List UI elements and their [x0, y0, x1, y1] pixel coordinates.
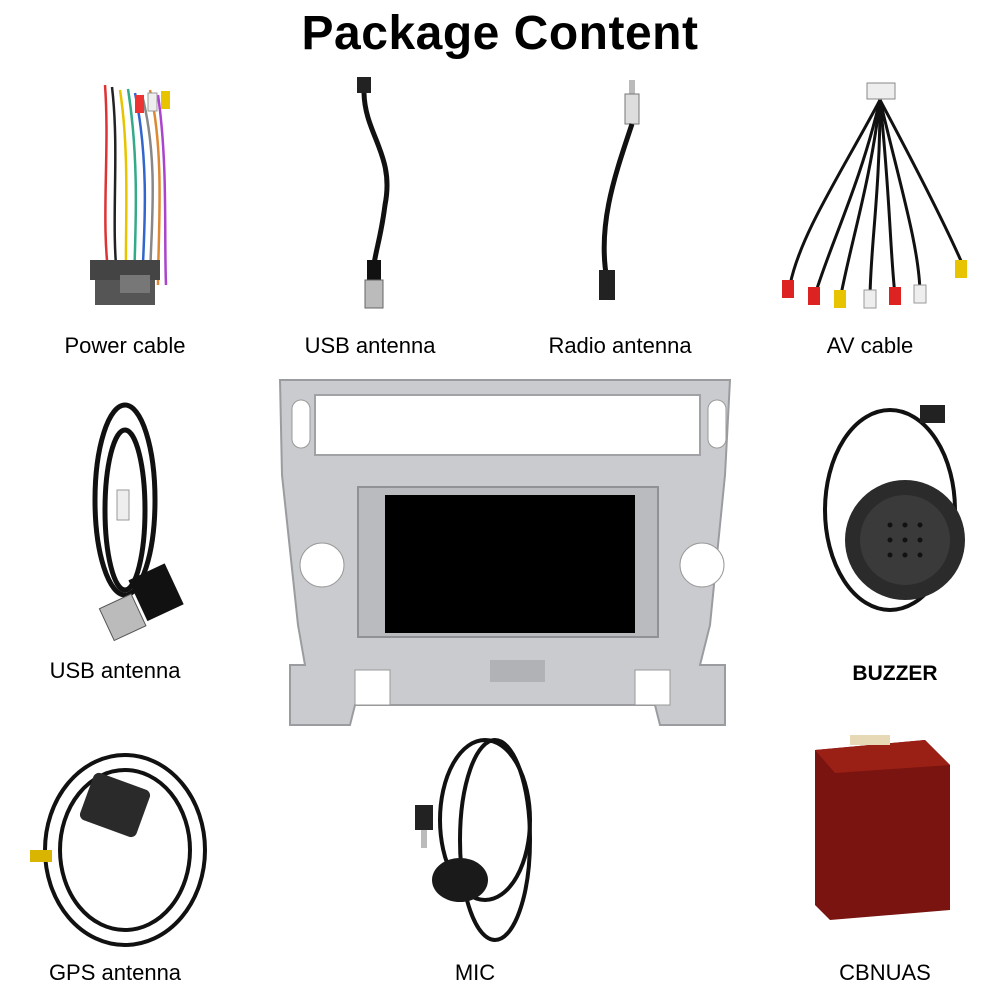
page-title: Package Content [301, 7, 699, 60]
item-label: Radio antenna [548, 333, 692, 358]
radio-antenna-item: Radio antenna [535, 75, 705, 365]
buzzer-item: BUZZER [810, 400, 980, 700]
buzzer-image [823, 405, 965, 612]
usb-antenna-left-item: USB antenna [25, 400, 205, 700]
av-cable-image [782, 82, 967, 309]
item-label: CBNUAS [839, 960, 931, 985]
item-label: USB antenna [49, 658, 181, 683]
item-label: MIC [454, 960, 496, 985]
usb-antenna-image [357, 77, 390, 309]
mic-item: MIC [385, 730, 565, 1000]
item-label: BUZZER [852, 662, 938, 685]
item-label: AV cable [826, 333, 914, 358]
radio-antenna-image [599, 80, 640, 300]
power-cable-item: Power cable [40, 75, 210, 365]
usb-antenna-image [92, 402, 184, 642]
gps-antenna-item: GPS antenna [25, 740, 207, 1000]
av-cable-item: AV cable [770, 75, 970, 365]
usb-antenna-top-item: USB antenna [285, 75, 455, 365]
mic-image [415, 738, 532, 942]
item-label: GPS antenna [48, 960, 182, 985]
gps-antenna-image [30, 753, 207, 947]
item-label: Power cable [64, 333, 186, 358]
head-unit [270, 375, 740, 730]
cbnuas-item: CBNUAS [790, 735, 980, 1000]
item-label: USB antenna [304, 333, 436, 358]
power-cable-image [90, 84, 170, 305]
cbnuas-image [815, 735, 950, 920]
head-unit-image [278, 379, 732, 726]
